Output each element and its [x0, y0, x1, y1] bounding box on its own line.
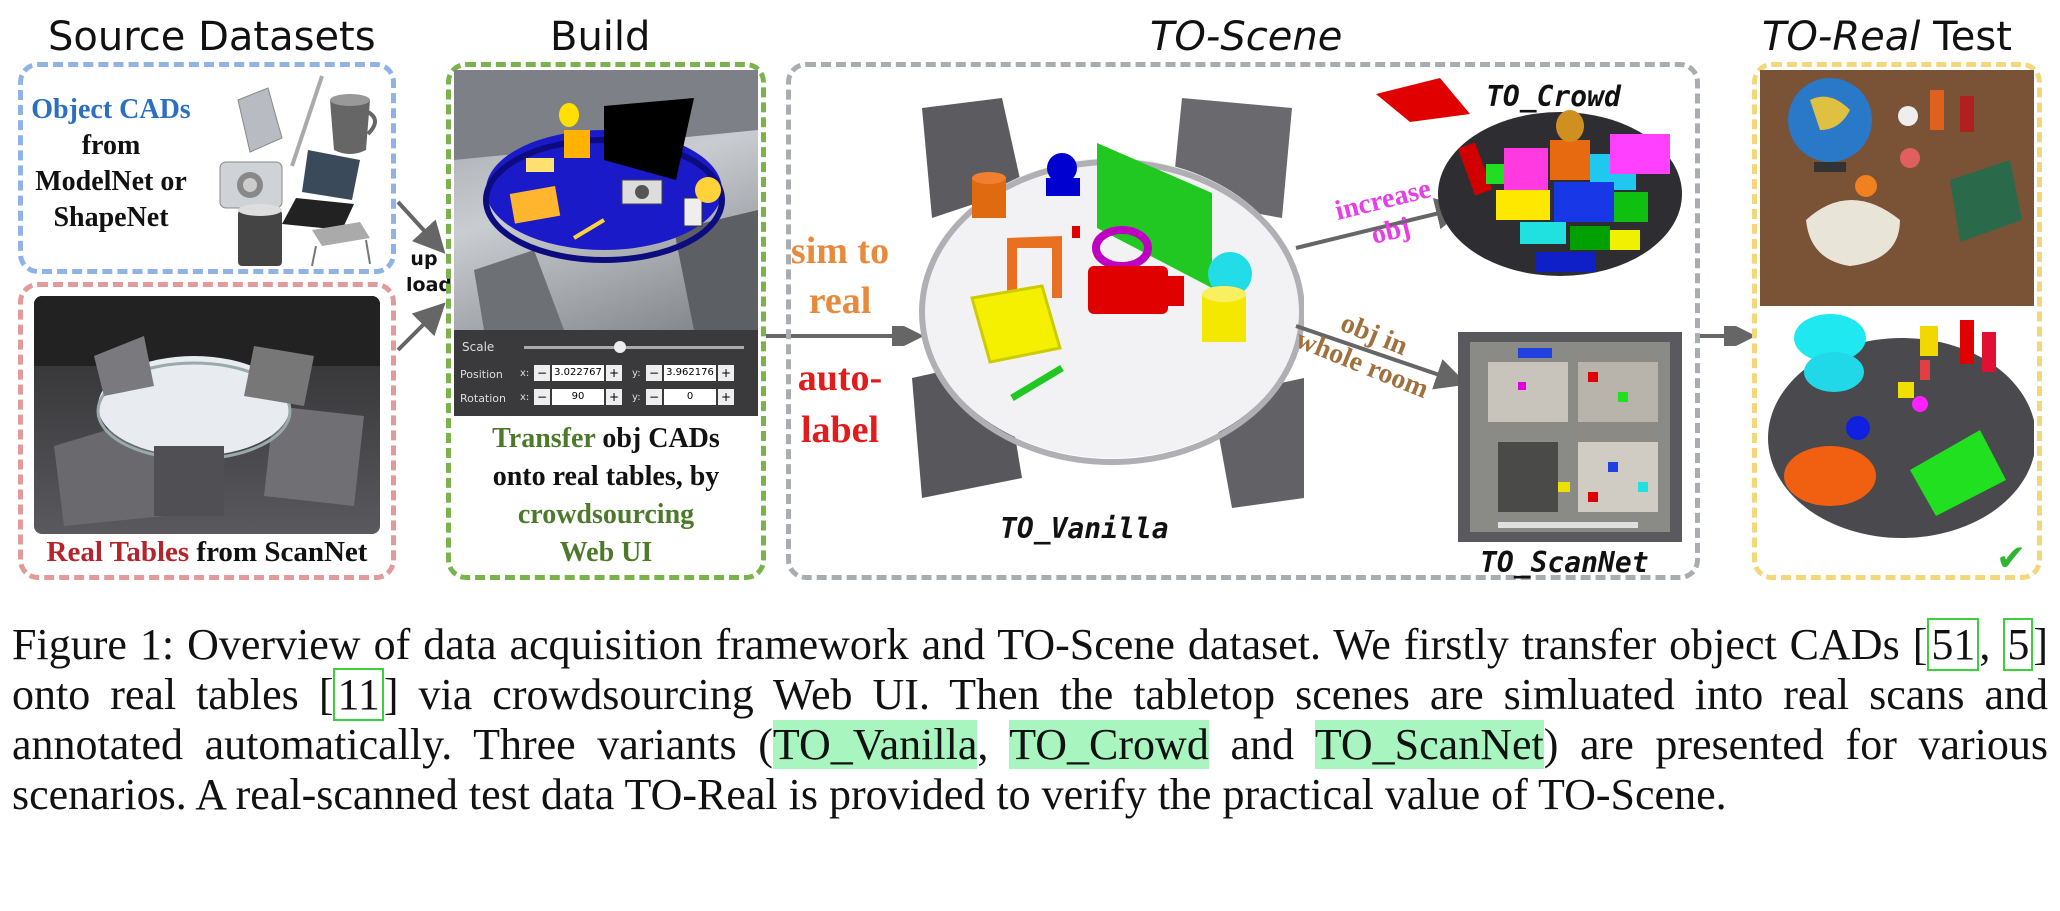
- to-scannet-label: TO_ScanNet: [1480, 546, 1649, 579]
- real-tables-box: [18, 282, 396, 580]
- object-cads-text: Object CADs from ModelNet or ShapeNet: [31, 94, 191, 233]
- heading-to-scene: TO-Scene: [1150, 14, 1343, 60]
- scale-label: Scale: [462, 340, 495, 354]
- to-crowd-scene: [1370, 74, 1690, 284]
- to-real-box: [1752, 62, 2042, 580]
- figure-caption: Figure 1: Overview of data acquisition f…: [12, 618, 2049, 819]
- real-tables-caption: Real Tables from ScanNet: [46, 536, 368, 568]
- citation-5[interactable]: 5: [2003, 618, 2034, 671]
- build-caption: Transfer obj CADs onto real tables, by c…: [492, 423, 720, 568]
- heading-build: Build: [550, 14, 651, 60]
- scene-to-test-arrow: [1700, 326, 1756, 346]
- upload-arrows: [396, 200, 446, 352]
- citation-51[interactable]: 51: [1927, 618, 1980, 671]
- scannet-table-photo: [34, 296, 380, 534]
- citation-11[interactable]: 11: [333, 668, 384, 721]
- upload-label: up load: [406, 248, 452, 296]
- position-y-input[interactable]: 3.962176: [664, 365, 716, 381]
- position-y-plus-button[interactable]: +: [718, 365, 734, 381]
- whole-room-arrow: [1295, 324, 1468, 390]
- highlight-to-crowd: TO_Crowd: [1009, 720, 1209, 769]
- increase-obj-arrow: [1295, 198, 1468, 250]
- position-x-input[interactable]: 3.022767: [552, 365, 604, 381]
- to-crowd-label: TO_Crowd: [1486, 80, 1621, 113]
- to-real-annotated-scan: [1760, 310, 2034, 546]
- rotation-x-plus-button[interactable]: +: [606, 389, 622, 405]
- rotation-y-plus-button[interactable]: +: [718, 389, 734, 405]
- build-box: [446, 62, 766, 580]
- position-label: Position: [460, 368, 503, 381]
- scale-slider-track[interactable]: [524, 346, 744, 349]
- to-vanilla-label: TO_Vanilla: [1000, 512, 1169, 545]
- rotation-label: Rotation: [460, 392, 507, 405]
- position-x-axis: x:: [520, 368, 530, 379]
- highlight-to-scannet: TO_ScanNet: [1314, 720, 1544, 769]
- highlight-to-vanilla: TO_Vanilla: [772, 720, 978, 769]
- rotation-x-axis: x:: [520, 392, 530, 403]
- heading-to-real-test: TO-Real Test: [1762, 14, 2012, 60]
- rotation-x-input[interactable]: 90: [552, 389, 604, 405]
- position-x-plus-button[interactable]: +: [606, 365, 622, 381]
- to-scannet-scene: [1458, 332, 1682, 542]
- position-y-minus-button[interactable]: −: [646, 365, 662, 381]
- rotation-y-axis: y:: [632, 392, 641, 403]
- object-cads-box: [18, 62, 396, 274]
- to-scene-box: [786, 62, 1700, 580]
- rotation-x-minus-button[interactable]: −: [534, 389, 550, 405]
- rotation-y-input[interactable]: 0: [664, 389, 716, 405]
- web-ui-scene: [454, 70, 758, 330]
- position-x-minus-button[interactable]: −: [534, 365, 550, 381]
- rotation-y-minus-button[interactable]: −: [646, 389, 662, 405]
- position-y-axis: y:: [632, 368, 641, 379]
- to-real-photo: [1760, 70, 2034, 306]
- to-vanilla-scene: [912, 98, 1304, 508]
- web-ui-panel: Scale Position x: − 3.022767 + y: − 3.96…: [454, 330, 758, 416]
- auto-label-label: auto- label: [797, 357, 883, 451]
- sim-to-real-label: sim to real: [790, 230, 890, 322]
- checkmark-icon: ✔: [1996, 538, 2027, 579]
- scale-slider-handle[interactable]: [614, 341, 626, 353]
- heading-source-datasets: Source Datasets: [48, 14, 376, 60]
- cad-objects-illustration: [219, 75, 377, 267]
- build-to-scene-arrow: [766, 326, 924, 346]
